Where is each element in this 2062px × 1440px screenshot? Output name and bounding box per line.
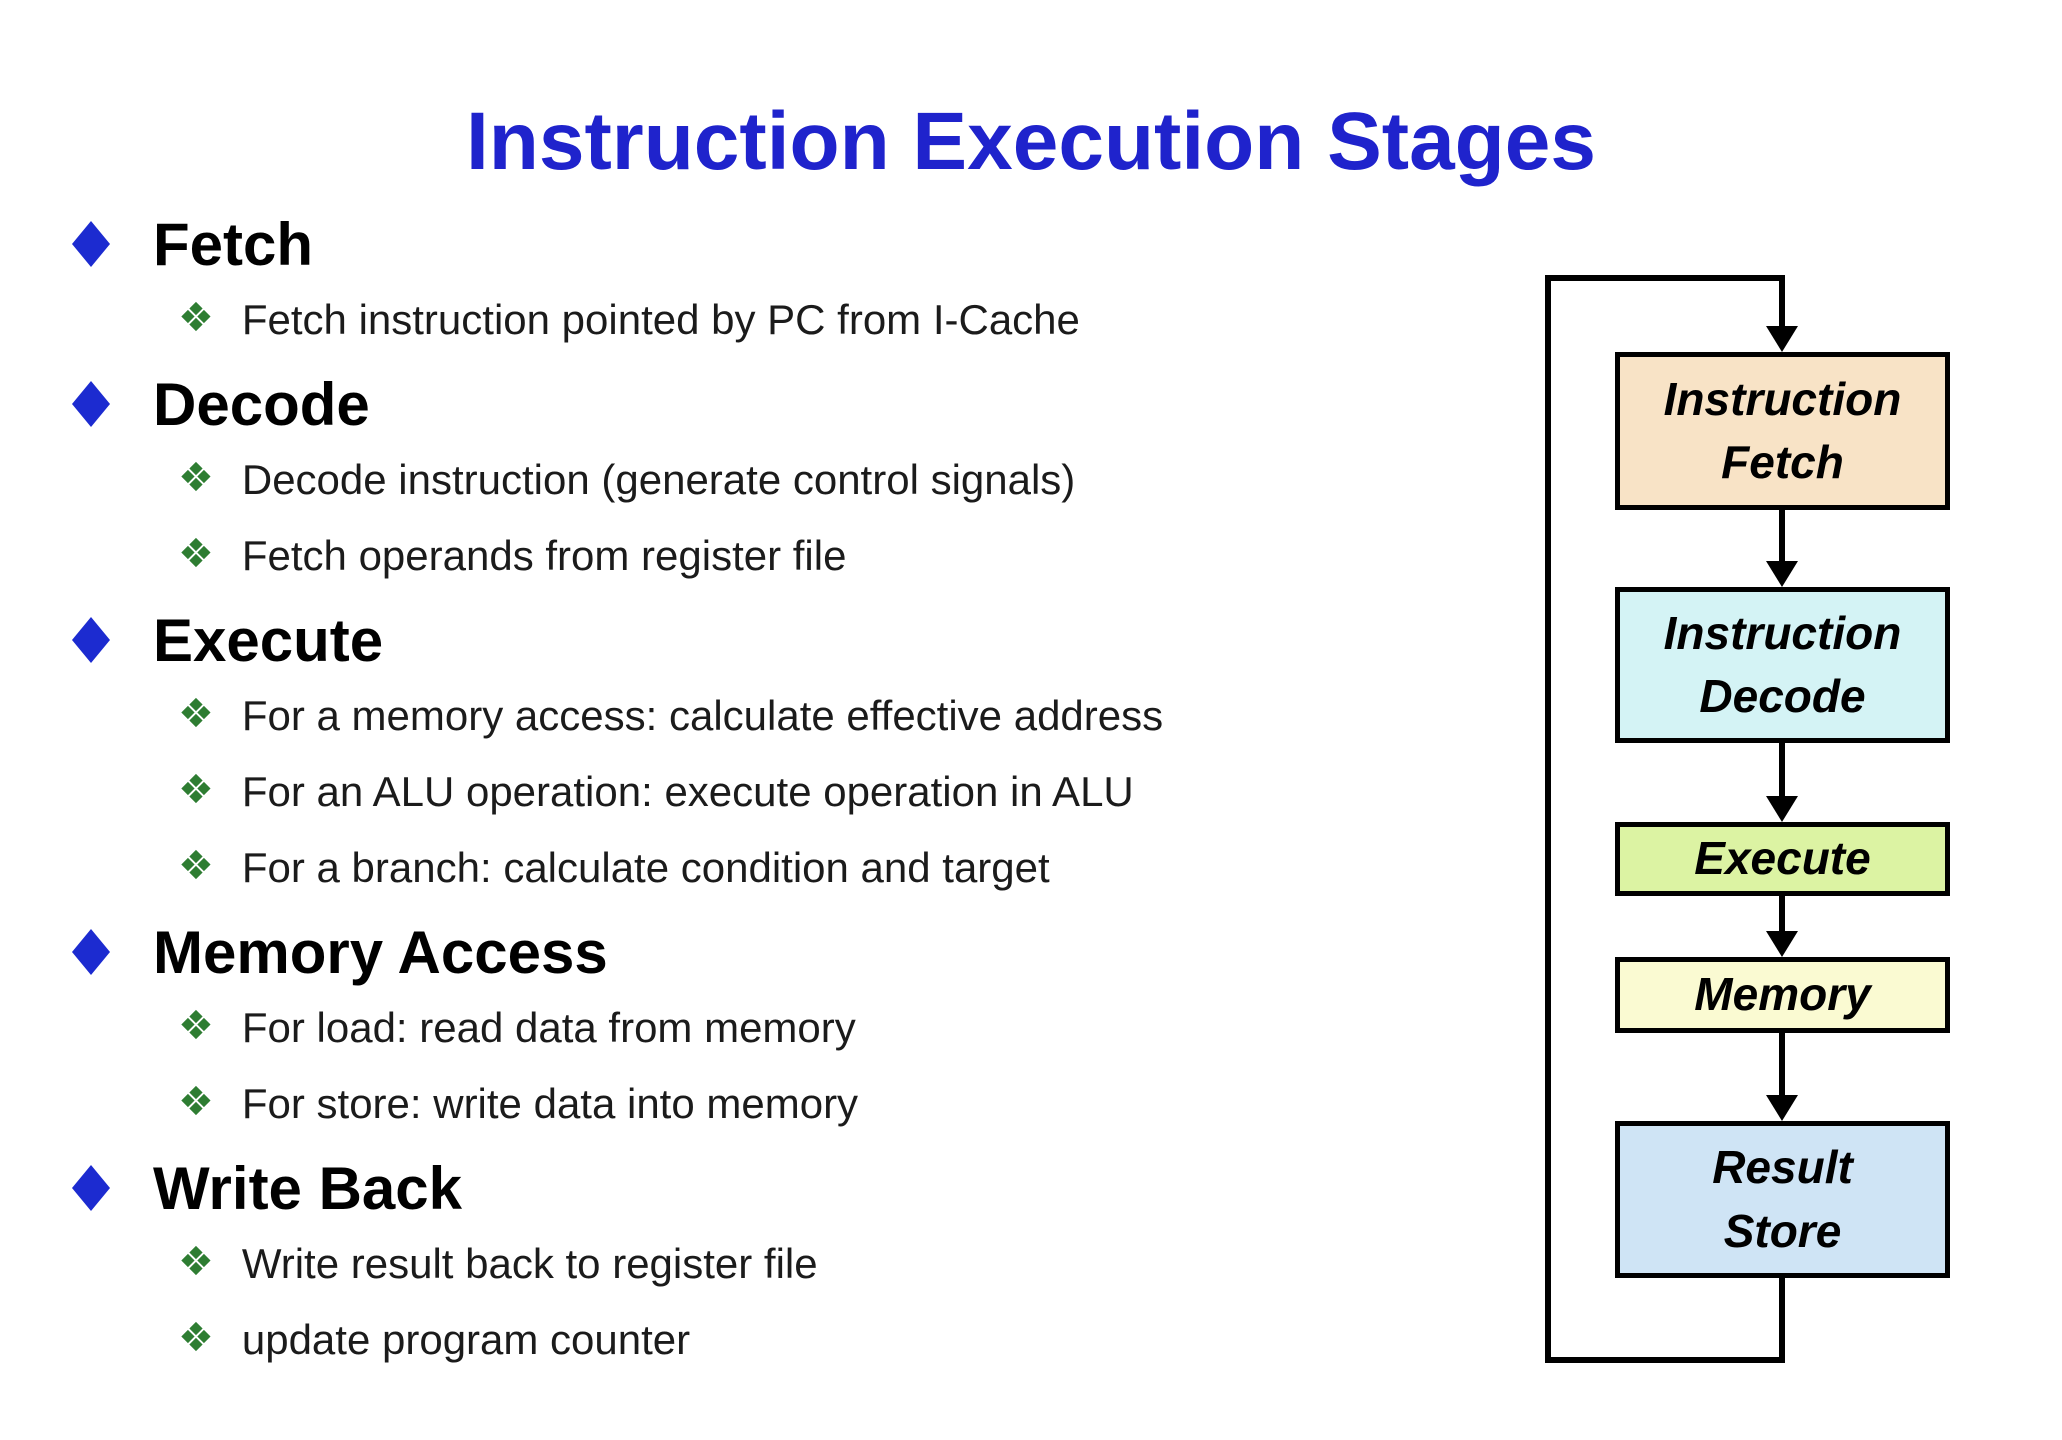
list-item-text: Decode instruction (generate control sig…	[241, 456, 1076, 503]
list-item: ❖ For a branch: calculate condition and …	[72, 830, 1512, 906]
four-diamond-bullet-icon: ❖	[178, 531, 214, 577]
list-item: ❖ For an ALU operation: execute operatio…	[72, 754, 1512, 830]
section-heading: Write Back	[153, 1154, 463, 1222]
flow-arrowhead	[1766, 561, 1798, 587]
flow-node-label: Instruction	[1663, 606, 1902, 659]
flow-node-execute: Execute	[1615, 822, 1950, 896]
list-item: ❖ For store: write data into memory	[72, 1066, 1512, 1142]
four-diamond-bullet-icon: ❖	[178, 1003, 214, 1049]
list-item: ❖ For a memory access: calculate effecti…	[72, 678, 1512, 754]
diamond-bullet-icon	[72, 1165, 110, 1211]
four-diamond-bullet-icon: ❖	[178, 691, 214, 737]
list-item-text: update program counter	[241, 1316, 691, 1363]
list-heading-row: Fetch	[72, 206, 1512, 282]
list-item-text: For load: read data from memory	[241, 1004, 856, 1051]
flow-arrowhead	[1766, 931, 1798, 957]
diamond-bullet-icon	[72, 617, 110, 663]
flow-node-memory: Memory	[1615, 957, 1950, 1033]
loop-line-bottom	[1545, 1357, 1785, 1363]
four-diamond-bullet-icon: ❖	[178, 1239, 214, 1285]
entry-arrowhead	[1766, 326, 1798, 352]
four-diamond-bullet-icon: ❖	[178, 767, 214, 813]
four-diamond-bullet-icon: ❖	[178, 843, 214, 889]
flow-line	[1779, 510, 1785, 561]
slide-title: Instruction Execution Stages	[466, 95, 1596, 187]
section-heading: Execute	[153, 606, 384, 674]
list-item: ❖ Decode instruction (generate control s…	[72, 442, 1512, 518]
flow-node-label: Store	[1723, 1204, 1842, 1257]
loop-line-left	[1545, 275, 1551, 1363]
list-item: ❖ For load: read data from memory	[72, 990, 1512, 1066]
section-heading: Decode	[153, 370, 370, 438]
list-item-text: Fetch operands from register file	[241, 532, 847, 579]
flow-node-label: Execute	[1694, 832, 1871, 885]
list-heading-row: Decode	[72, 366, 1512, 442]
list-item: ❖ Fetch instruction pointed by PC from I…	[72, 282, 1512, 358]
four-diamond-bullet-icon: ❖	[178, 455, 214, 501]
flow-node-label: Result	[1712, 1141, 1853, 1194]
list-heading-row: Memory Access	[72, 914, 1512, 990]
diamond-bullet-icon	[72, 221, 110, 267]
entry-line	[1779, 275, 1785, 326]
list-item: ❖ update program counter	[72, 1302, 1512, 1378]
loop-line-top	[1545, 275, 1785, 281]
list-item-text: Fetch instruction pointed by PC from I-C…	[241, 296, 1080, 343]
loop-line-down	[1779, 1278, 1785, 1363]
flow-arrowhead	[1766, 1095, 1798, 1121]
list-heading-row: Write Back	[72, 1150, 1512, 1226]
four-diamond-bullet-icon: ❖	[178, 1079, 214, 1125]
section-heading: Fetch	[153, 210, 314, 278]
bullet-list: Fetch ❖ Fetch instruction pointed by PC …	[72, 206, 1512, 1378]
diamond-bullet-icon	[72, 381, 110, 427]
list-item-text: Write result back to register file	[241, 1240, 818, 1287]
list-item-text: For a memory access: calculate effective…	[241, 692, 1164, 739]
flow-line	[1779, 1033, 1785, 1095]
flow-line	[1779, 743, 1785, 796]
four-diamond-bullet-icon: ❖	[178, 1315, 214, 1361]
list-item: ❖ Fetch operands from register file	[72, 518, 1512, 594]
flow-node-label: Decode	[1699, 670, 1866, 722]
section-heading: Memory Access	[153, 918, 608, 986]
list-item-text: For store: write data into memory	[241, 1080, 859, 1127]
flow-arrowhead	[1766, 796, 1798, 822]
flow-node-label: Instruction	[1663, 372, 1902, 425]
list-heading-row: Execute	[72, 602, 1512, 678]
list-item-text: For a branch: calculate condition and ta…	[241, 844, 1050, 891]
four-diamond-bullet-icon: ❖	[178, 295, 214, 341]
flow-node-label: Fetch	[1721, 436, 1844, 488]
list-item-text: For an ALU operation: execute operation …	[241, 768, 1134, 815]
flow-node-label: Memory	[1694, 968, 1871, 1021]
list-item: ❖ Write result back to register file	[72, 1226, 1512, 1302]
flow-line	[1779, 896, 1785, 931]
diamond-bullet-icon	[72, 929, 110, 975]
